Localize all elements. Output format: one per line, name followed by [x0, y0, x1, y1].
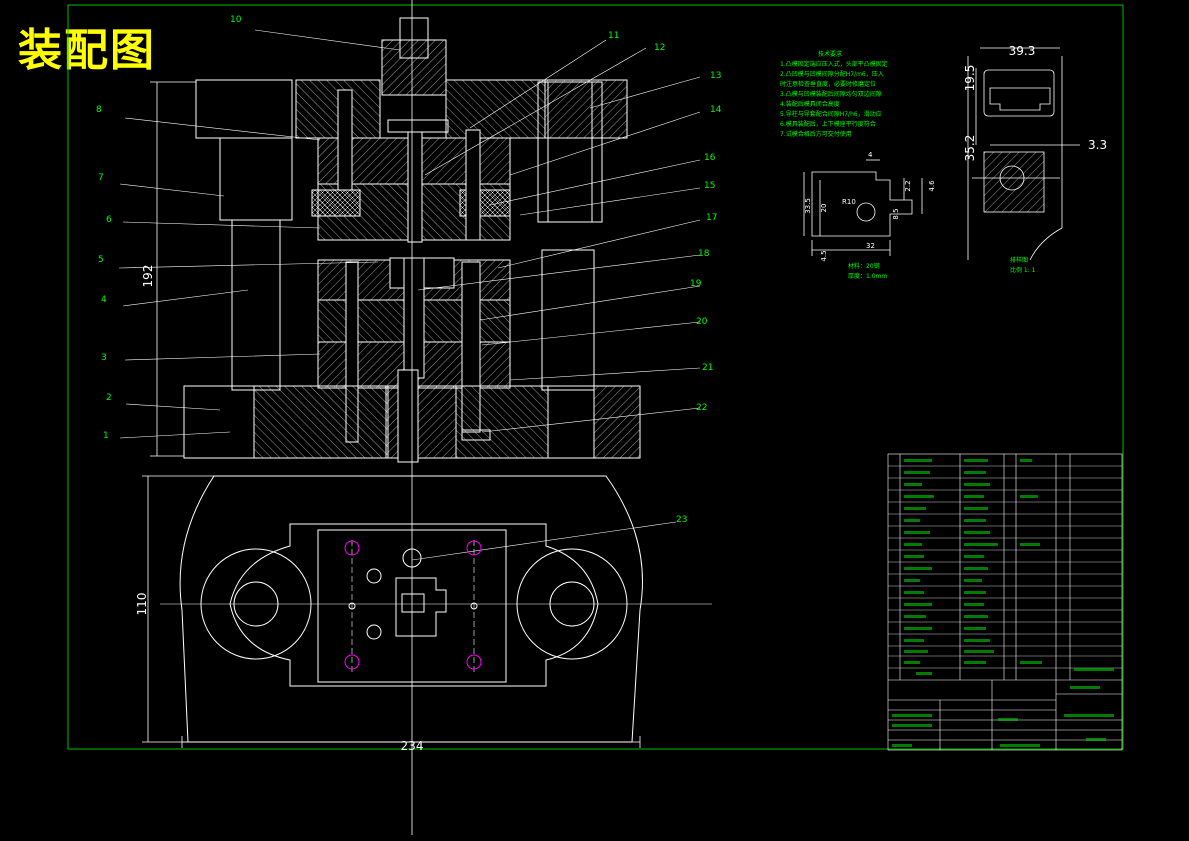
tech-line: 5.导柱与导套配合间隙H7/h6，滑动应: [780, 110, 882, 118]
part-label: 21: [702, 363, 713, 373]
dim-part-4: 4: [868, 151, 873, 159]
dim-strip-19-5: 19.5: [963, 65, 977, 92]
part-numbers: 10 11 12 13 14 16 15 17 18 19 20 21 22 2…: [96, 15, 722, 525]
parts-list-table: [887, 453, 1123, 751]
part-label: 19: [690, 279, 702, 289]
dim-strip-3-3: 3.3: [1088, 138, 1107, 152]
plan-dimensions: [142, 475, 641, 748]
dim-part-8-5: 8.5: [892, 208, 900, 219]
dim-part-32: 32: [866, 242, 875, 250]
part-label: 8: [96, 105, 102, 115]
part-label: 23: [676, 515, 687, 525]
tech-line: 4.装配后模具闭合高度: [780, 100, 840, 108]
part-label: 20: [696, 317, 708, 327]
strip-layout: [967, 47, 1080, 261]
part-label: 17: [706, 213, 717, 223]
part-label: 11: [608, 31, 619, 41]
dim-part-20: 20: [820, 204, 828, 213]
tech-title: 技术要求: [818, 50, 842, 58]
dim-strip-39-3: 39.3: [1009, 44, 1036, 58]
tech-line: 时注意检查垂直度，必要时修磨定位: [780, 80, 876, 88]
height-dimension: [150, 81, 196, 457]
strip-title: 排样图: [1010, 256, 1028, 264]
tech-line: 1.凸模固定端应压入式，头部平凸模固定: [780, 60, 888, 68]
front-section-view: [183, 0, 641, 835]
part-material: 材料：20钢: [848, 262, 880, 270]
drawing-frame: [67, 4, 1124, 750]
part-label: 18: [698, 249, 710, 259]
part-label: 6: [106, 215, 112, 225]
part-label: 15: [704, 181, 715, 191]
drawing-title: 装配图: [18, 25, 156, 76]
part-label: 5: [98, 255, 104, 265]
part-drawing: [803, 159, 923, 256]
dim-height-192: 192: [141, 265, 155, 288]
dim-plan-234: 234: [401, 739, 424, 753]
part-label: 1: [103, 431, 109, 441]
part-label: 4: [101, 295, 107, 305]
part-label: 2: [106, 393, 112, 403]
part-label: 14: [710, 105, 722, 115]
tech-line: 7.试模合格后方可交付使用: [780, 130, 852, 138]
part-label: 16: [704, 153, 716, 163]
strip-scale: 比例 1: 1: [1010, 266, 1036, 274]
dim-part-33-5: 33.5: [804, 198, 812, 214]
dim-plan-110: 110: [135, 593, 149, 616]
part-label: 7: [98, 173, 104, 183]
dim-part-4-6: 4.6: [928, 180, 936, 192]
tech-line: 2.凸凹模与凹模间隙分配H7/m6，压入: [780, 70, 884, 78]
part-thickness: 厚度：1.0mm: [848, 272, 887, 280]
plan-holes: [344, 540, 482, 670]
dim-part-2-2: 2.2: [904, 180, 912, 191]
parts-list-fill: [892, 459, 1114, 747]
technical-requirements: 技术要求 1.凸模固定端应压入式，头部平凸模固定 2.凸凹模与凹模间隙分配H7/…: [780, 50, 888, 138]
dim-part-r10: R10: [842, 198, 856, 206]
part-label: 3: [101, 353, 107, 363]
part-label: 13: [710, 71, 721, 81]
dim-strip-35-2: 35.2: [963, 135, 977, 162]
part-label: 10: [230, 15, 242, 25]
parts-list-rows: [888, 465, 1122, 669]
tech-line: 6.模具装配后，上下模座平行度符合: [780, 120, 876, 128]
dim-part-4-5: 4.5: [820, 250, 828, 261]
part-label: 22: [696, 403, 707, 413]
leader-lines: [118, 29, 701, 561]
part-label: 12: [654, 43, 665, 53]
plan-view: [160, 475, 712, 743]
tech-line: 3.凸模与凹模装配后间隙均匀双边间隙: [780, 90, 882, 98]
